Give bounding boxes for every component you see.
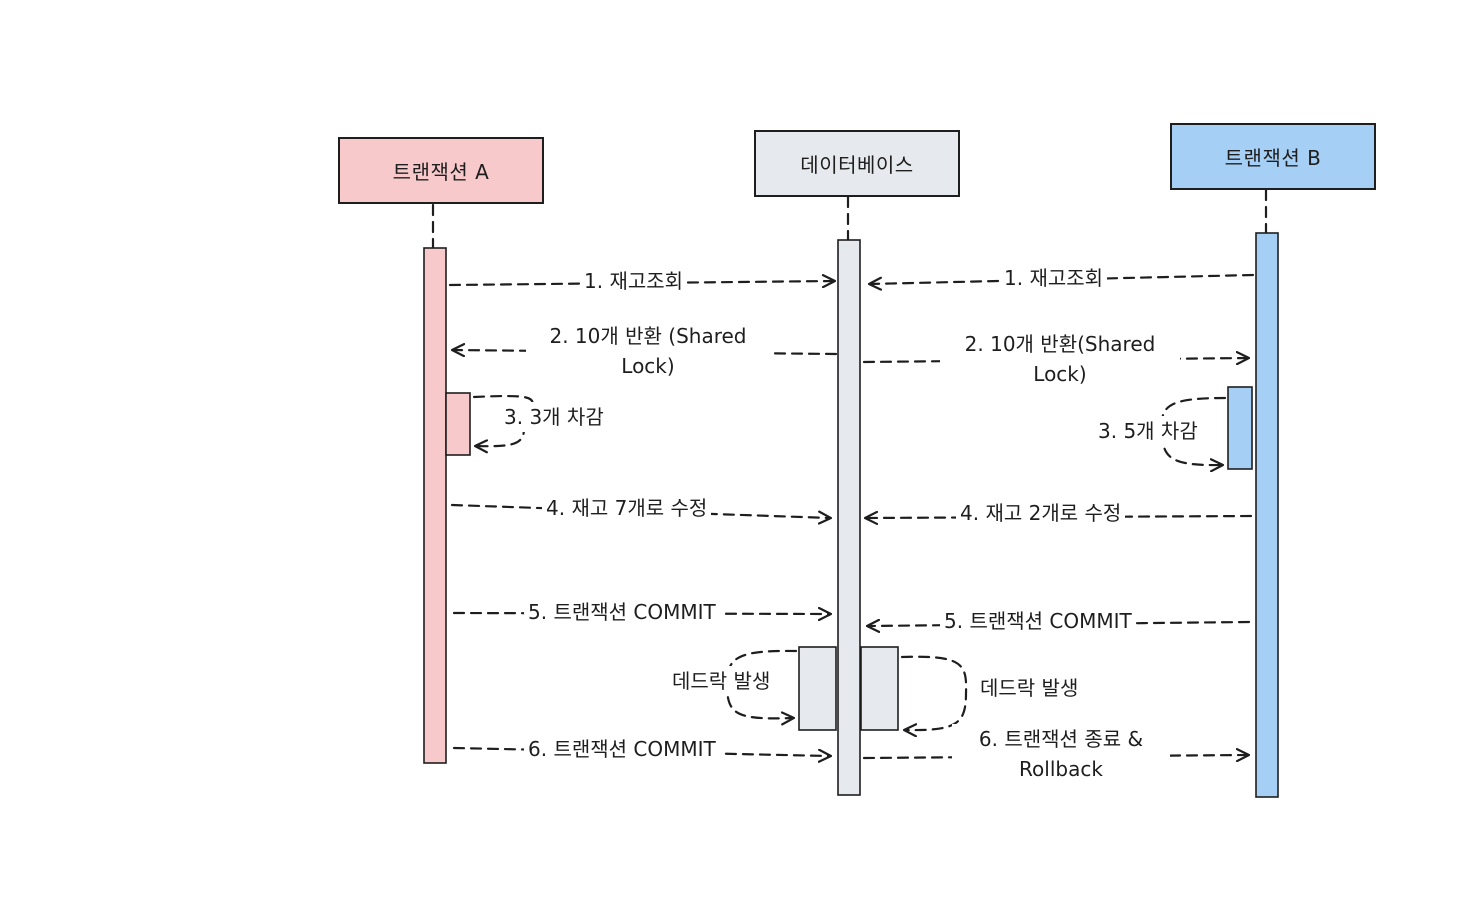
participant-transaction-a: 트랜잭션 A: [338, 137, 544, 204]
activation-bar-b: [1255, 232, 1279, 798]
message-a2-label: 2. 10개 반환 (Shared Lock): [526, 321, 770, 381]
message-b1-label: 1. 재고조회: [1000, 263, 1108, 293]
activation-bar-a: [423, 247, 447, 764]
activation-bar-db: [837, 239, 861, 796]
message-b2-line2: Lock): [1033, 362, 1087, 386]
arrow-deadlock-right: [900, 655, 968, 730]
participant-transaction-b: 트랜잭션 B: [1170, 123, 1376, 190]
deadlock-box-left: [798, 646, 837, 731]
message-b3-label: 3. 5개 차감: [1094, 416, 1202, 446]
message-a1-label: 1. 재고조회: [580, 266, 688, 296]
message-b6-line1: 6. 트랜잭션 종료 &: [978, 727, 1144, 751]
message-a2-line1: 2. 10개 반환 (Shared: [549, 324, 747, 348]
message-a2-line2: Lock): [621, 354, 675, 378]
message-b4-label: 4. 재고 2개로 수정: [956, 498, 1126, 528]
deadlock-right-label: 데드락 발생: [976, 673, 1083, 703]
deadlock-box-right: [860, 646, 899, 731]
self-activation-b: [1227, 386, 1253, 470]
message-b2-line1: 2. 10개 반환(Shared: [964, 332, 1156, 356]
message-b6-label: 6. 트랜잭션 종료 & Rollback: [952, 724, 1170, 784]
message-a6-label: 6. 트랜잭션 COMMIT: [524, 734, 720, 764]
participant-database: 데이터베이스: [754, 130, 960, 197]
message-a5-label: 5. 트랜잭션 COMMIT: [524, 597, 720, 627]
self-activation-a: [445, 392, 471, 456]
message-b5-label: 5. 트랜잭션 COMMIT: [940, 606, 1136, 636]
message-b2-label: 2. 10개 반환(Shared Lock): [940, 329, 1180, 389]
participant-db-label: 데이터베이스: [800, 153, 914, 177]
message-b6-line2: Rollback: [1019, 757, 1103, 781]
participant-b-label: 트랜잭션 B: [1224, 146, 1322, 170]
arrow-a3: [472, 394, 534, 446]
message-a4-label: 4. 재고 7개로 수정: [542, 493, 712, 523]
deadlock-left-label: 데드락 발생: [668, 666, 775, 696]
message-a3-label: 3. 3개 차감: [500, 402, 608, 432]
participant-a-label: 트랜잭션 A: [392, 160, 490, 184]
arrow-b3: [1160, 396, 1227, 465]
